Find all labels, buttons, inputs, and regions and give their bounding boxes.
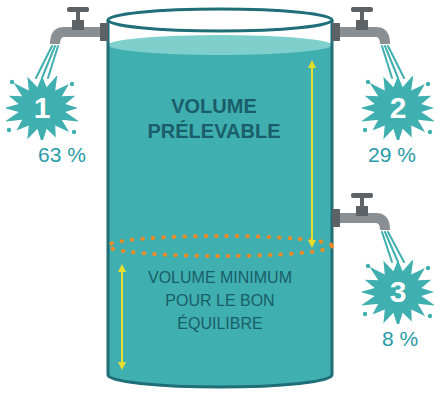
water-splash: 2	[362, 76, 434, 140]
droplet	[363, 312, 367, 316]
tank-bottom	[108, 375, 332, 387]
water-surface	[108, 35, 332, 55]
faucet	[332, 193, 404, 262]
handle	[351, 7, 373, 12]
droplet	[428, 130, 432, 134]
droplet	[70, 82, 74, 86]
spout	[376, 213, 390, 230]
splash-fill	[6, 76, 78, 140]
droplet	[363, 128, 367, 132]
droplet	[366, 80, 370, 84]
spout	[376, 27, 390, 44]
handle	[67, 7, 89, 12]
range-arrow	[121, 268, 123, 366]
range-arrow	[311, 64, 313, 244]
tank-wall	[331, 20, 334, 375]
water-splash: 3	[362, 260, 434, 324]
callout-number: 3	[362, 260, 434, 324]
handle	[351, 193, 373, 198]
pipe-flange	[100, 23, 108, 41]
droplet	[426, 82, 430, 86]
water-splash: 1	[6, 76, 78, 140]
percent-label: 8 %	[382, 327, 418, 351]
pipe-flange	[332, 209, 340, 227]
callout-number: 1	[6, 76, 78, 140]
zone-label: VOLUME MINIMUM POUR LE BON ÉQUILIBRE	[139, 266, 301, 336]
percent-label: 29 %	[368, 143, 416, 167]
water-stream	[388, 232, 404, 262]
faucet	[36, 7, 108, 78]
droplet	[428, 314, 432, 318]
splash-fill	[362, 76, 434, 140]
water-body	[108, 45, 332, 387]
water-stream	[388, 46, 404, 78]
droplet	[72, 130, 76, 134]
percent-label: 63 %	[38, 143, 86, 167]
water-stream	[48, 46, 58, 78]
splash-fill	[362, 260, 434, 324]
droplet	[366, 264, 370, 268]
callout-number: 2	[362, 76, 434, 140]
faucet	[332, 7, 404, 78]
zone-label: VOLUME PRÉLEVABLE	[129, 94, 299, 144]
droplet	[10, 80, 14, 84]
droplet	[7, 128, 11, 132]
spout	[50, 27, 64, 44]
limit-dots	[108, 236, 332, 256]
pipe-flange	[332, 23, 340, 41]
tank-wall	[107, 20, 110, 375]
droplet	[426, 266, 430, 270]
tank-rim	[108, 9, 332, 31]
